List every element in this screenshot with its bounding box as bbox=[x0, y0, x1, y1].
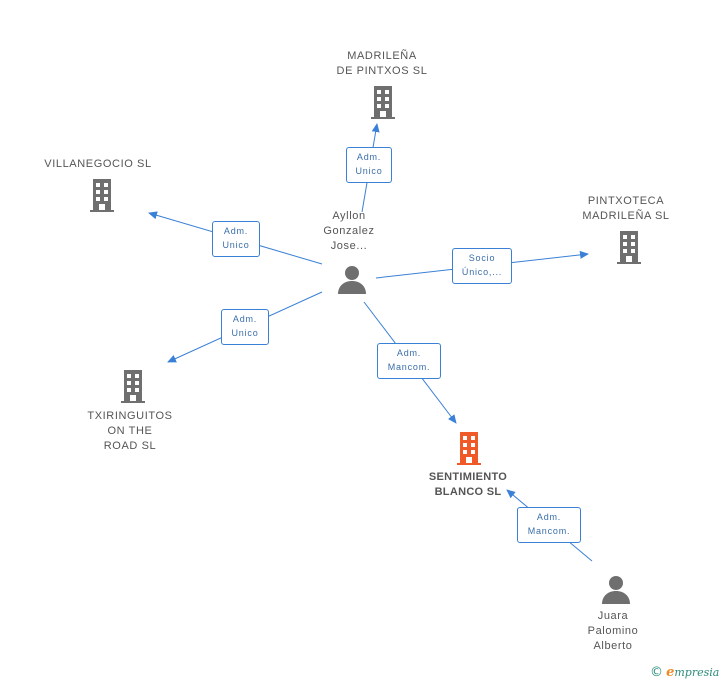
building-icon[interactable] bbox=[613, 230, 645, 264]
node-label-pintxoteca[interactable]: PINTXOTECA MADRILEÑA SL bbox=[562, 194, 690, 224]
node-label-line: SENTIMIENTO bbox=[428, 471, 508, 483]
node-label-line: BLANCO SL bbox=[434, 486, 502, 498]
node-label-line: TXIRINGUITOS bbox=[87, 410, 173, 422]
copyright-symbol: © bbox=[650, 665, 663, 680]
person-icon[interactable] bbox=[336, 264, 368, 296]
edge-label-line: Adm. bbox=[232, 314, 258, 324]
brand-initial: e bbox=[666, 665, 675, 680]
node-label-line: DE PINTXOS SL bbox=[336, 65, 428, 77]
edge-label-to-villanegocio[interactable]: Adm. Unico bbox=[212, 221, 260, 257]
edge-label-to-madrilena[interactable]: Adm. Unico bbox=[346, 147, 392, 183]
edge-label-line: Unico bbox=[222, 240, 250, 250]
node-label-line: PINTXOTECA bbox=[587, 195, 665, 207]
edge-label-line: Unico bbox=[355, 166, 383, 176]
building-icon[interactable] bbox=[117, 369, 149, 403]
edge-label-line: Adm. bbox=[396, 348, 422, 358]
node-label-txiringuitos[interactable]: TXIRINGUITOS ON THE ROAD SL bbox=[66, 409, 194, 454]
node-label-line: ON THE bbox=[107, 425, 153, 437]
node-label-line: ROAD SL bbox=[103, 440, 157, 452]
building-icon-highlighted[interactable] bbox=[453, 431, 485, 465]
node-label-madrilena[interactable]: MADRILEÑA DE PINTXOS SL bbox=[318, 49, 446, 79]
node-label-line: Ayllon bbox=[332, 210, 366, 222]
person-icon[interactable] bbox=[600, 574, 632, 606]
edge-label-line: Único,... bbox=[461, 267, 503, 277]
node-label-juara[interactable]: Juara Palomino Alberto bbox=[564, 609, 662, 654]
edge-label-line: Unico bbox=[231, 328, 259, 338]
building-icon[interactable] bbox=[86, 178, 118, 212]
node-label-line: VILLANEGOCIO SL bbox=[44, 158, 152, 170]
node-label-line: Palomino bbox=[587, 625, 639, 637]
edge-label-line: Mancom. bbox=[527, 526, 571, 536]
building-icon[interactable] bbox=[367, 85, 399, 119]
node-label-line: MADRILEÑA SL bbox=[582, 210, 670, 222]
edge-label-to-sentimiento[interactable]: Adm. Mancom. bbox=[377, 343, 441, 379]
brand-footer[interactable]: © empresia bbox=[650, 665, 719, 680]
brand-name: mpresia bbox=[674, 666, 720, 679]
edge-label-line: Adm. bbox=[536, 512, 562, 522]
node-label-line: Alberto bbox=[593, 640, 633, 652]
edge-label-line: Adm. bbox=[223, 226, 249, 236]
node-label-line: Juara bbox=[597, 610, 629, 622]
node-label-line: MADRILEÑA bbox=[347, 50, 417, 62]
edge-label-to-txiringuitos[interactable]: Adm. Unico bbox=[221, 309, 269, 345]
node-label-ayllon[interactable]: Ayllon Gonzalez Jose... bbox=[300, 209, 398, 254]
node-label-line: Jose... bbox=[330, 240, 368, 252]
node-label-villanegocio[interactable]: VILLANEGOCIO SL bbox=[34, 157, 162, 172]
edge-label-juara-to-sentimiento[interactable]: Adm. Mancom. bbox=[517, 507, 581, 543]
edge-label-to-pintxoteca[interactable]: Socio Único,... bbox=[452, 248, 512, 284]
node-label-line: Gonzalez bbox=[323, 225, 375, 237]
node-label-sentimiento[interactable]: SENTIMIENTO BLANCO SL bbox=[404, 470, 532, 500]
edge-label-line: Socio bbox=[468, 253, 496, 263]
edge-label-line: Adm. bbox=[356, 152, 382, 162]
edge-label-line: Mancom. bbox=[387, 362, 431, 372]
